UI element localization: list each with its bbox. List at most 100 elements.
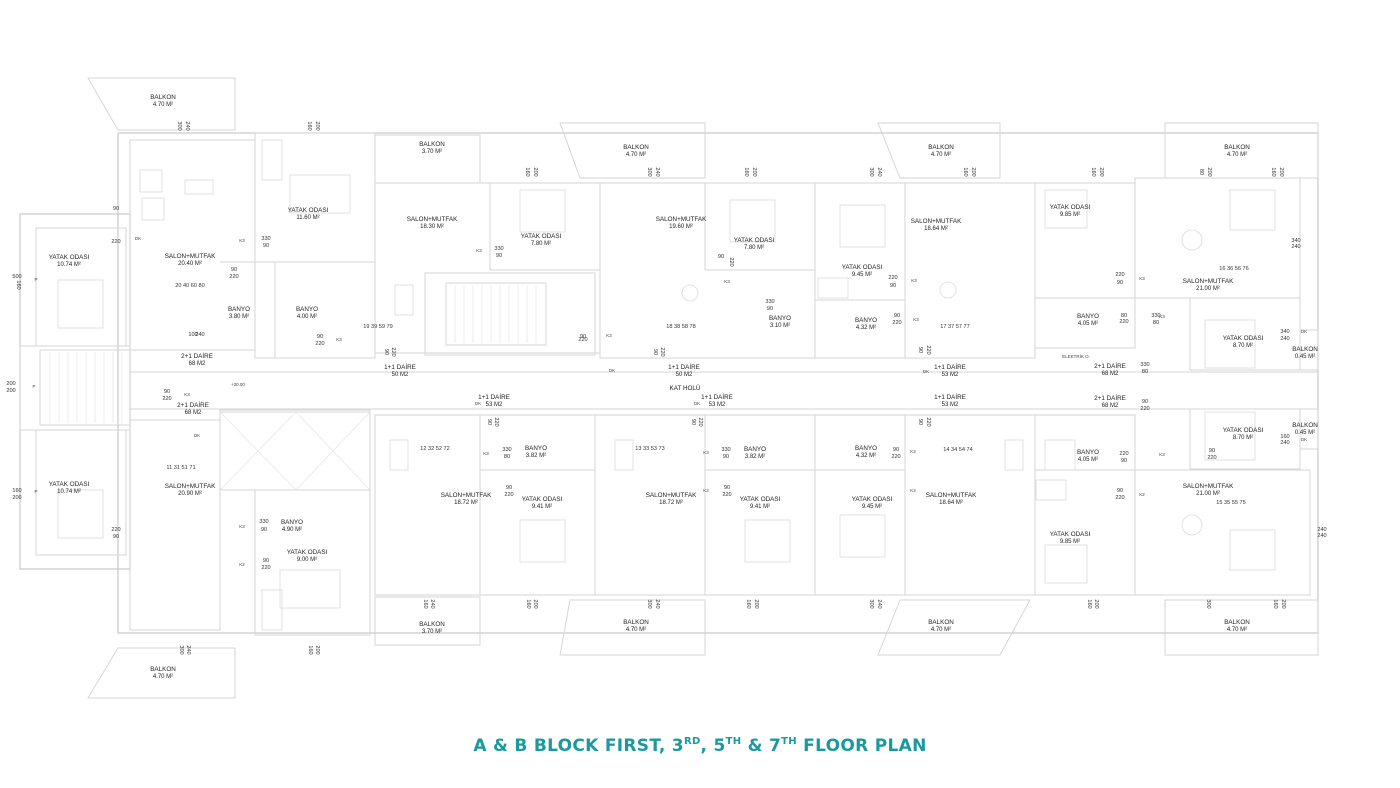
- dimension-label: 90: [767, 306, 773, 312]
- dimension-label: 90: [690, 419, 696, 425]
- dimension-label: 160: [1280, 434, 1289, 440]
- dimension-label: 200: [6, 381, 15, 387]
- dimension-label: 300: [178, 645, 184, 654]
- room-area: 68 M2: [185, 410, 202, 416]
- dimension-label: 240: [195, 332, 204, 338]
- room-area: 50 M2: [676, 372, 693, 378]
- dimension-label: 160: [306, 121, 312, 130]
- plan-title: A & B BLOCK FIRST, 3RD, 5TH & 7TH FLOOR …: [0, 736, 1400, 756]
- tag-label: P: [34, 489, 37, 494]
- dimension-label: 340: [1280, 329, 1289, 335]
- room-label: YATAK ODASI: [521, 233, 562, 240]
- title-sup2: TH: [725, 736, 742, 747]
- dimension-label: 80: [1153, 320, 1159, 326]
- room-area: 4.32 M²: [856, 453, 876, 459]
- room-label: 1+1 DAİRE: [701, 392, 733, 401]
- tag-label: DK: [194, 433, 200, 438]
- flat-number-label: 20 40 60 80: [175, 283, 205, 289]
- dimension-label: 300: [176, 121, 182, 130]
- room-label: BALKON: [623, 144, 649, 151]
- room-area: 18.72 M²: [659, 500, 683, 506]
- dimension-label: 160: [15, 280, 21, 289]
- dimension-label: 160: [962, 167, 968, 176]
- dimension-label: 160: [745, 599, 751, 608]
- dimension-label: 80: [504, 454, 510, 460]
- flat-number-label: 17 37 57 77: [940, 324, 970, 330]
- dimension-label: 160: [1272, 599, 1278, 608]
- tag-label: ELEKTRİK O.: [1062, 353, 1090, 359]
- tag-label: DK: [694, 401, 700, 406]
- tag-label: K3: [910, 449, 916, 454]
- room-label: SALON+MUTFAK: [646, 492, 697, 499]
- room-label: BALKON: [150, 94, 176, 101]
- dimension-label: 220: [578, 337, 587, 343]
- flat-number-label: 11 31 51 71: [166, 465, 195, 471]
- dimension-label: 220: [1115, 495, 1124, 501]
- dimension-label: 200: [1093, 599, 1099, 608]
- room-label: BANYO: [296, 306, 318, 313]
- dimension-label: 200: [532, 599, 538, 608]
- room-label: BANYO: [855, 445, 877, 452]
- dimension-label: 220: [697, 417, 703, 426]
- dimension-label: 330: [261, 236, 270, 242]
- dimension-label: 200: [970, 167, 976, 176]
- room-area: 18.30 M²: [420, 224, 444, 230]
- dimension-label: 330: [765, 299, 774, 305]
- dimension-label: 300: [1205, 599, 1211, 608]
- room-area: 53 M2: [942, 402, 959, 408]
- room-label: YATAK ODASI: [842, 264, 883, 271]
- title-sup1: RD: [683, 736, 701, 747]
- dimension-label: 90: [113, 206, 119, 212]
- room-label: SALON+MUTFAK: [165, 483, 216, 490]
- title-part4: FLOOR PLAN: [796, 736, 927, 756]
- dimension-label: 90: [718, 254, 724, 260]
- dimension-label: 160: [525, 599, 531, 608]
- room-label: 1+1 DAİRE: [478, 392, 510, 401]
- room-label: YATAK ODASI: [1223, 335, 1264, 342]
- dimension-label: 220: [229, 274, 238, 280]
- room-label: BANYO: [855, 317, 877, 324]
- room-area: 3.70 M²: [422, 149, 442, 155]
- flat-number-label: 16 36 56 76: [1219, 266, 1249, 272]
- room-area: 7.80 M²: [531, 241, 551, 247]
- dimension-label: 240: [1291, 244, 1300, 250]
- tag-label: K2: [910, 488, 916, 493]
- balconies: [87, 77, 1319, 699]
- room-area: 8.70 M²: [1233, 343, 1253, 349]
- room-area: 4.70 M²: [931, 152, 951, 158]
- dimension-label: 330: [1151, 313, 1160, 319]
- room-area: 18.72 M²: [454, 500, 478, 506]
- room-area: 7.80 M²: [744, 245, 764, 251]
- room-area: 4.05 M²: [1078, 457, 1098, 463]
- dimension-label: 200: [314, 645, 320, 654]
- dimension-label: 240: [1280, 336, 1289, 342]
- dimension-label: 220: [728, 257, 734, 266]
- room-label: BANYO: [228, 306, 250, 313]
- dimension-label: 90: [263, 558, 269, 564]
- dimension-label: 330: [494, 246, 503, 252]
- dimension-label: 160: [1086, 599, 1092, 608]
- tag-label: +30.00: [231, 382, 245, 387]
- room-label: BALKON: [623, 619, 649, 626]
- dimension-label: 340: [1291, 238, 1300, 244]
- flat-number-label: 15 35 55 75: [1216, 500, 1246, 506]
- room-label: YATAK ODASI: [1050, 531, 1091, 538]
- dimension-label: 160: [1270, 167, 1276, 176]
- dimension-label: 220: [892, 320, 901, 326]
- room-label: BALKON: [419, 141, 445, 148]
- dimension-label: 220: [390, 347, 396, 356]
- tag-label: DK: [475, 401, 481, 406]
- room-area: 4.90 M²: [282, 527, 302, 533]
- tag-label: P: [34, 277, 37, 282]
- dimension-label: 240: [185, 645, 191, 654]
- room-area: 4.05 M²: [1078, 321, 1098, 327]
- title-part2: , 5: [700, 736, 726, 756]
- room-label: BALKON: [1292, 422, 1318, 429]
- room-label: YATAK ODASI: [49, 481, 90, 488]
- dimension-label: 90: [917, 419, 923, 425]
- title-part1: A & B BLOCK FIRST, 3: [473, 736, 684, 756]
- dimension-label: 220: [659, 347, 665, 356]
- dimension-label: 330: [259, 519, 268, 525]
- flat-number-label: 13 33 53 73: [635, 446, 665, 452]
- room-label: SALON+MUTFAK: [407, 216, 458, 223]
